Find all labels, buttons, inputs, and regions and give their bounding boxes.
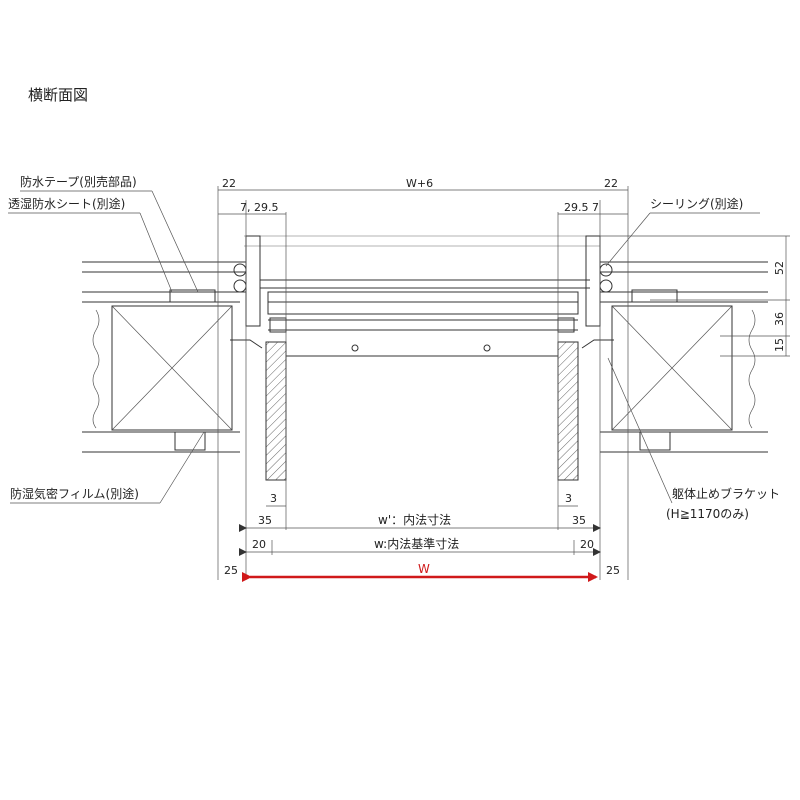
dim-outer-left: 25 [224,564,238,577]
wall-structure [82,261,768,453]
callout-sealing: シーリング(別途) [650,196,743,211]
callout-moisture-sheet: 透湿防水シート(別途) [8,196,125,211]
dim-three-right: 3 [565,492,572,505]
bottom-dimensions: 3 3 35 w'：内法寸法 35 20 w:内法基準寸法 20 25 W 25 [224,492,620,582]
dim-outer-w: W [418,562,430,576]
extension-lines [217,186,629,580]
dim-three-left: 3 [270,492,277,505]
diagram-title: 横断面図 [28,86,88,104]
top-dimensions: 22 W+6 22 7, 29.5 29.5 7 [218,177,628,215]
right-dimensions: 52 36 15 [600,235,790,357]
dim-w-prime-right: 35 [572,514,586,527]
dim-right-top: 52 [773,261,786,275]
dim-top-right: 22 [604,177,618,190]
dim-right-bottom: 15 [773,338,786,352]
dim-second-left: 7, 29.5 [240,201,278,214]
dim-right-mid: 36 [773,312,786,326]
dim-second-right: 29.5 7 [564,201,599,214]
dim-w-ref-right: 20 [580,538,594,551]
callout-airtight-film: 防湿気密フィルム(別途) [10,486,139,501]
dim-top-left: 22 [222,177,236,190]
dim-top-center: W+6 [406,177,433,190]
callout-bracket-note: (H≧1170のみ) [666,507,749,521]
callout-waterproof-tape: 防水テープ(別売部品) [20,174,137,189]
callout-bracket: 躯体止めブラケット [672,486,780,501]
dim-outer-right: 25 [606,564,620,577]
dim-w-ref: w:内法基準寸法 [374,536,459,551]
dim-w-prime-left: 35 [258,514,272,527]
dim-w-prime: w'：内法寸法 [378,513,451,527]
callouts: 防水テープ(別売部品) 透湿防水シート(別途) シーリング(別途) 防湿気密フィ… [8,174,780,521]
window-frame [230,235,614,481]
dim-w-ref-left: 20 [252,538,266,551]
